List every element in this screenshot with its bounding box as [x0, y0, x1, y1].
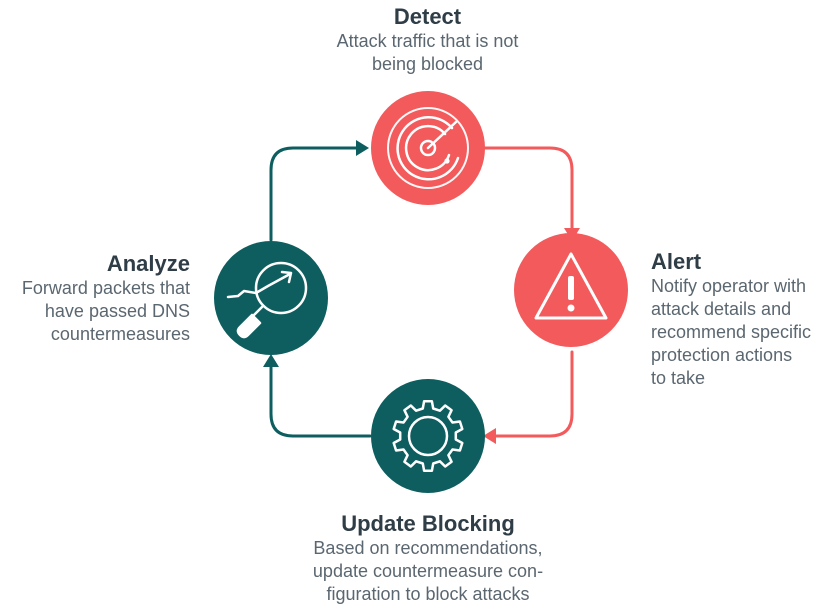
radar-icon	[387, 107, 469, 189]
update-blocking-title: Update Blocking	[341, 511, 515, 536]
detect-description: Attack traffic that is not being blocked	[336, 31, 519, 74]
connector-detect-to-alert	[482, 146, 574, 234]
warning-icon	[534, 252, 608, 320]
detect-node	[371, 91, 485, 205]
analyze-title: Analyze	[106, 251, 190, 276]
update-blocking-node	[371, 379, 485, 493]
arrowhead-into-analyze	[263, 354, 279, 367]
connector-analyze-to-detect	[269, 146, 362, 242]
alert-title: Alert	[651, 249, 702, 274]
alert-label: Alert Notify operator with attack detail…	[651, 249, 836, 390]
connector-alert-to-update	[490, 350, 574, 438]
analyze-node	[214, 241, 328, 355]
analyze-description: Forward packets that have passed DNS cou…	[21, 278, 190, 344]
update-blocking-label: Update Blocking Based on recommendations…	[270, 511, 586, 606]
update-blocking-description: Based on recommendations, update counter…	[312, 538, 544, 604]
arrowhead-into-update	[483, 428, 496, 444]
magnifier-trend-icon	[226, 261, 308, 339]
detect-title: Detect	[393, 4, 462, 29]
gear-icon	[392, 399, 464, 473]
alert-node	[514, 233, 628, 347]
detect-label: Detect Attack traffic that is not being …	[300, 4, 555, 76]
connector-update-to-analyze	[269, 361, 372, 438]
analyze-label: Analyze Forward packets that have passed…	[4, 251, 190, 346]
alert-description: Notify operator with attack details and …	[651, 276, 812, 388]
arrowhead-into-detect	[356, 140, 369, 156]
